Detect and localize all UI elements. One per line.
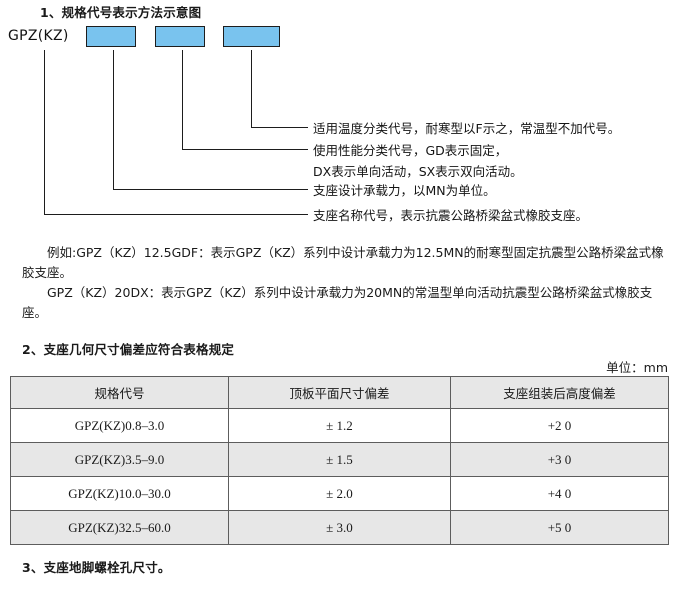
- table-row: GPZ(KZ)3.5–9.0 ± 1.5 +3 0: [10, 442, 669, 477]
- section-1-title: 1、规格代号表示方法示意图: [40, 5, 202, 20]
- cell-plate-tol: ± 1.2: [228, 408, 451, 443]
- section-3-title: 3、支座地脚螺栓孔尺寸。: [22, 560, 171, 575]
- cell-height-tol: +5 0: [450, 510, 669, 545]
- example-paragraph-2: GPZ（KZ）20DX：表示GPZ（KZ）系列中设计承载力为20MN的常温型单向…: [22, 285, 653, 320]
- code-box-performance: [155, 26, 205, 47]
- leader-line-temperature: [251, 50, 308, 128]
- cell-plate-tol: ± 3.0: [228, 510, 451, 545]
- section-2-title: 2、支座几何尺寸偏差应符合表格规定: [22, 342, 235, 357]
- caption-performance: 使用性能分类代号，GD表示固定，: [313, 143, 508, 158]
- code-box-temperature: [223, 26, 280, 47]
- table-row: GPZ(KZ)10.0–30.0 ± 2.0 +4 0: [10, 476, 669, 511]
- leader-line-performance: [182, 50, 308, 150]
- cell-height-tol: +3 0: [450, 442, 669, 477]
- cell-height-tol: +2 0: [450, 408, 669, 443]
- cell-spec-code: GPZ(KZ)3.5–9.0: [10, 442, 229, 477]
- cell-spec-code: GPZ(KZ)32.5–60.0: [10, 510, 229, 545]
- gpz-prefix-label: GPZ(KZ): [8, 28, 69, 44]
- example-paragraphs: 例如:GPZ（KZ）12.5GDF：表示GPZ（KZ）系列中设计承载力为12.5…: [22, 243, 672, 323]
- table-header-spec-code: 规格代号: [10, 376, 229, 409]
- caption-capacity: 支座设计承载力，以MN为单位。: [313, 183, 496, 198]
- spec-code-diagram: GPZ(KZ) 适用温度分类代号，耐寒型以F示之，常温型不加代号。 使用性能分类…: [0, 0, 680, 235]
- table-row: GPZ(KZ)32.5–60.0 ± 3.0 +5 0: [10, 510, 669, 545]
- cell-plate-tol: ± 1.5: [228, 442, 451, 477]
- table-header-height-tol: 支座组装后高度偏差: [450, 376, 669, 409]
- code-box-capacity: [86, 26, 136, 47]
- leader-line-name: [44, 50, 308, 215]
- cell-plate-tol: ± 2.0: [228, 476, 451, 511]
- example-paragraph-1: 例如:GPZ（KZ）12.5GDF：表示GPZ（KZ）系列中设计承载力为12.5…: [22, 245, 664, 280]
- caption-name: 支座名称代号，表示抗震公路桥梁盆式橡胶支座。: [313, 208, 589, 223]
- caption-performance-cont: DX表示单向活动，SX表示双向活动。: [313, 164, 523, 179]
- cell-spec-code: GPZ(KZ)10.0–30.0: [10, 476, 229, 511]
- table-header-row: 规格代号 顶板平面尺寸偏差 支座组装后高度偏差: [10, 376, 669, 409]
- cell-spec-code: GPZ(KZ)0.8–3.0: [10, 408, 229, 443]
- cell-height-tol: +4 0: [450, 476, 669, 511]
- tolerance-table: 规格代号 顶板平面尺寸偏差 支座组装后高度偏差 GPZ(KZ)0.8–3.0 ±…: [10, 376, 669, 545]
- leader-line-capacity: [113, 50, 308, 190]
- caption-temperature: 适用温度分类代号，耐寒型以F示之，常温型不加代号。: [313, 121, 621, 136]
- table-header-plate-tol: 顶板平面尺寸偏差: [228, 376, 451, 409]
- table-row: GPZ(KZ)0.8–3.0 ± 1.2 +2 0: [10, 408, 669, 443]
- unit-label: 单位：mm: [606, 360, 668, 375]
